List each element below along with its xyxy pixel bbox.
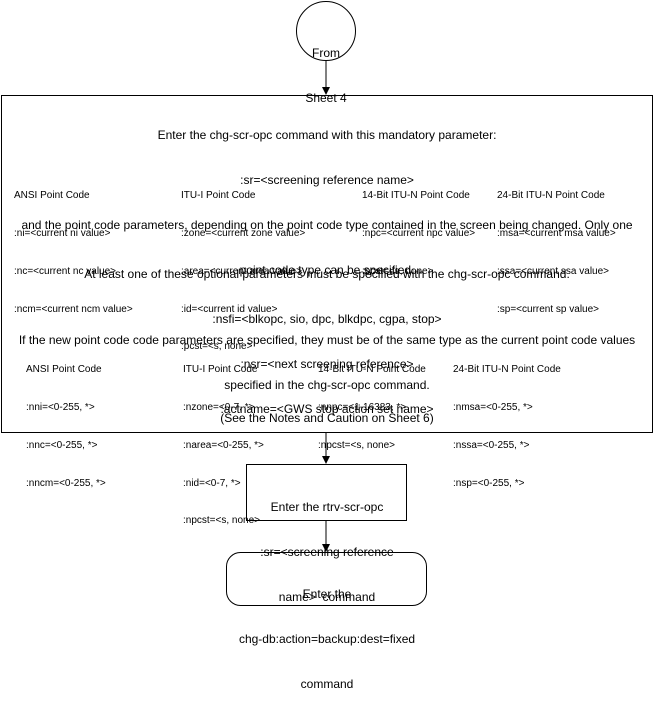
rtrv-box-text: Enter the rtrv-scr-opc :sr=<screening re… xyxy=(247,470,407,620)
new-itui-line: :narea=<0-255, *> xyxy=(183,439,264,451)
new-pc-note-text: If the new point code code parameters ar… xyxy=(2,303,652,408)
chgdb-line-3: command xyxy=(300,677,354,691)
current-ansi-header: ANSI Point Code xyxy=(14,190,90,202)
current-itui-line: :pcst=<s, none> xyxy=(181,341,253,353)
current-24bit-header: 24-Bit ITU-N Point Code xyxy=(497,190,605,202)
new-itui-line: :npcst=<s, none> xyxy=(183,515,261,527)
flowchart-canvas xyxy=(1,1,653,606)
intro-line-2: :sr=<screening reference name> xyxy=(240,173,414,187)
new-ansi-column: ANSI Point Code :nni=<0-255, *> :nnc=<0-… xyxy=(26,339,106,503)
optional-line-4: :actname=<GWS stop action set name> xyxy=(220,402,434,416)
new-24bit-line: :nssa=<0-255, *> xyxy=(453,439,530,451)
rtrv-line-3: name> command xyxy=(278,590,376,604)
start-connector-label: From Sheet 4 xyxy=(296,16,356,121)
new-ansi-header: ANSI Point Code xyxy=(26,364,102,376)
chgdb-line-2: chg-db:action=backup:dest=fixed xyxy=(238,632,416,646)
current-itui-line: :area=<current area value> xyxy=(181,265,302,277)
new-14bit-column: 14-Bit ITU-N Point Code :nnpc=<1-16383, … xyxy=(318,339,426,465)
start-connector-circle xyxy=(296,1,356,61)
intro-line-4: point code type can be specified. xyxy=(239,263,415,277)
current-ansi-line: :ncm=<current ncm value> xyxy=(14,303,133,315)
start-line-2: Sheet 4 xyxy=(305,91,347,105)
rtrv-line-1: Enter the rtrv-scr-opc xyxy=(270,500,384,514)
current-itui-column: ITU-I Point Code :zone=<current zone val… xyxy=(181,165,305,367)
current-itui-line: :id=<current id value> xyxy=(181,303,278,315)
current-14bit-header: 14-Bit ITU-N Point Code xyxy=(362,190,470,202)
optional-line-2: :nsfi=<blkopc, sio, dpc, blkdpc, cgpa, s… xyxy=(212,312,442,326)
current-ansi-column: ANSI Point Code :ni=<current ni value> :… xyxy=(14,165,133,329)
current-14bit-line: :pcst=<s, none> xyxy=(362,265,434,277)
new-ansi-line: :nnc=<0-255, *> xyxy=(26,439,98,451)
chgdb-terminal-box xyxy=(226,552,427,606)
rtrv-process-box xyxy=(246,464,407,521)
current-24bit-line: :ssa=<current ssa value> xyxy=(497,265,610,277)
current-24bit-line: :msa=<current msa value> xyxy=(497,227,616,239)
chgdb-line-1: Enter the xyxy=(302,587,352,601)
new-14bit-header: 14-Bit ITU-N Point Code xyxy=(318,364,426,376)
optional-line-1: At least one of these optional parameter… xyxy=(84,267,570,281)
current-24bit-column: 24-Bit ITU-N Point Code :msa=<current ms… xyxy=(497,165,616,329)
current-14bit-column: 14-Bit ITU-N Point Code :npc=<current np… xyxy=(362,165,475,291)
current-ansi-line: :nc=<current nc value> xyxy=(14,265,117,277)
new-itui-header: ITU-I Point Code xyxy=(183,364,258,376)
new-24bit-column: 24-Bit ITU-N Point Code :nmsa=<0-255, *>… xyxy=(453,339,561,503)
main-footer-note: (See the Notes and Caution on Sheet 6) xyxy=(220,411,434,425)
new-pc-note-line-2: specified in the chg-scr-opc command. xyxy=(224,378,430,392)
rtrv-line-2: :sr=<screening reference xyxy=(260,545,394,559)
current-14bit-line: :npc=<current npc value> xyxy=(362,227,476,239)
current-ansi-line: :ni=<current ni value> xyxy=(14,227,111,239)
new-ansi-line: :nni=<0-255, *> xyxy=(26,401,95,413)
new-24bit-header: 24-Bit ITU-N Point Code xyxy=(453,364,561,376)
new-itui-line: :nzone=<0-7, *> xyxy=(183,401,255,413)
chgdb-box-text: Enter the chg-db:action=backup:dest=fixe… xyxy=(227,557,427,707)
new-14bit-line: :nnpc=<1-16383, *> xyxy=(318,401,407,413)
current-24bit-line: :sp=<current sp value> xyxy=(497,303,600,315)
current-itui-header: ITU-I Point Code xyxy=(181,190,256,202)
new-ansi-line: :nncm=<0-255, *> xyxy=(26,477,106,489)
optional-params-text: At least one of these optional parameter… xyxy=(2,237,652,432)
intro-line-1: Enter the chg-scr-opc command with this … xyxy=(157,128,497,142)
start-line-1: From xyxy=(312,46,340,60)
intro-line-3: and the point code parameters, depending… xyxy=(21,218,633,232)
main-process-box xyxy=(1,95,653,433)
new-itui-line: :nid=<0-7, *> xyxy=(183,477,241,489)
current-itui-line: :zone=<current zone value> xyxy=(181,227,306,239)
new-24bit-line: :nmsa=<0-255, *> xyxy=(453,401,533,413)
new-pc-note-line-1: If the new point code code parameters ar… xyxy=(18,333,636,347)
new-24bit-line: :nsp=<0-255, *> xyxy=(453,477,525,489)
optional-line-3: :nsr=<next screening reference> xyxy=(240,357,414,371)
new-itui-column: ITU-I Point Code :nzone=<0-7, *> :narea=… xyxy=(183,339,264,541)
main-intro-text: Enter the chg-scr-opc command with this … xyxy=(2,98,652,293)
new-14bit-line: :npcst=<s, none> xyxy=(318,439,396,451)
